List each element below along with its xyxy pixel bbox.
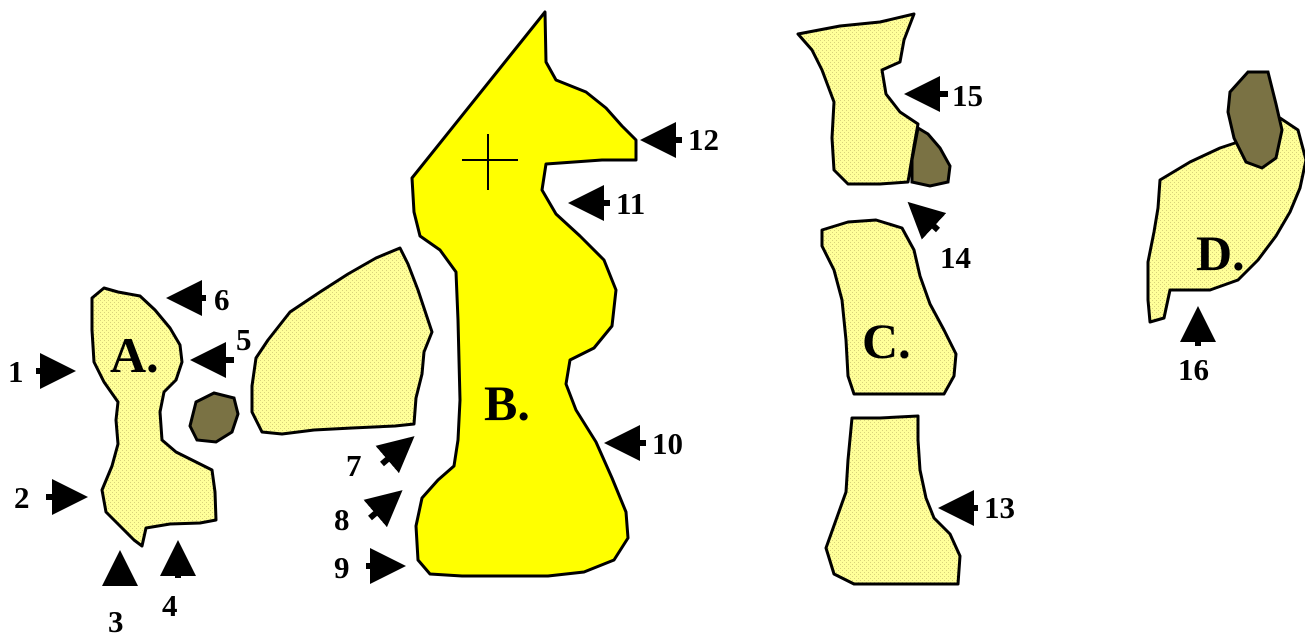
bone-d-shape <box>1146 116 1305 324</box>
bone-b-shape <box>410 10 638 578</box>
marker-9: 9 <box>334 550 350 585</box>
marker-14: 14 <box>940 240 971 275</box>
marker-15: 15 <box>952 78 983 113</box>
marker-1: 1 <box>8 354 24 389</box>
bone-upper-fragment <box>796 12 920 186</box>
pointer-arrows <box>36 76 1216 586</box>
marker-16: 16 <box>1178 352 1209 387</box>
bone-b-label: B. <box>484 375 530 431</box>
marker-4: 4 <box>162 588 178 623</box>
dark-fragment-a <box>188 391 240 444</box>
marker-5: 5 <box>236 322 252 357</box>
bone-c-label: C. <box>862 313 911 369</box>
bone-d-label: D. <box>1196 225 1245 281</box>
bone-lower-fragment <box>824 414 962 586</box>
marker-8: 8 <box>334 502 350 537</box>
marker-11: 11 <box>616 186 645 221</box>
bone-b-crosshair <box>462 134 518 190</box>
marker-7: 7 <box>346 448 362 483</box>
marker-6: 6 <box>214 282 230 317</box>
marker-10: 10 <box>652 426 683 461</box>
marker-12: 12 <box>688 122 719 157</box>
arrow-8 <box>363 490 403 528</box>
dark-fragment-d <box>1226 70 1284 170</box>
marker-2: 2 <box>14 480 30 515</box>
dark-fragment-upper <box>910 125 952 188</box>
bone-a-label: A. <box>110 327 159 383</box>
bone-fragment-large <box>250 246 434 436</box>
marker-3: 3 <box>108 604 124 637</box>
arrow-7 <box>375 436 415 474</box>
arrow-14 <box>907 201 947 240</box>
bone-c-shape <box>820 218 958 396</box>
bone-a-shape <box>90 286 218 548</box>
marker-13: 13 <box>984 490 1015 525</box>
